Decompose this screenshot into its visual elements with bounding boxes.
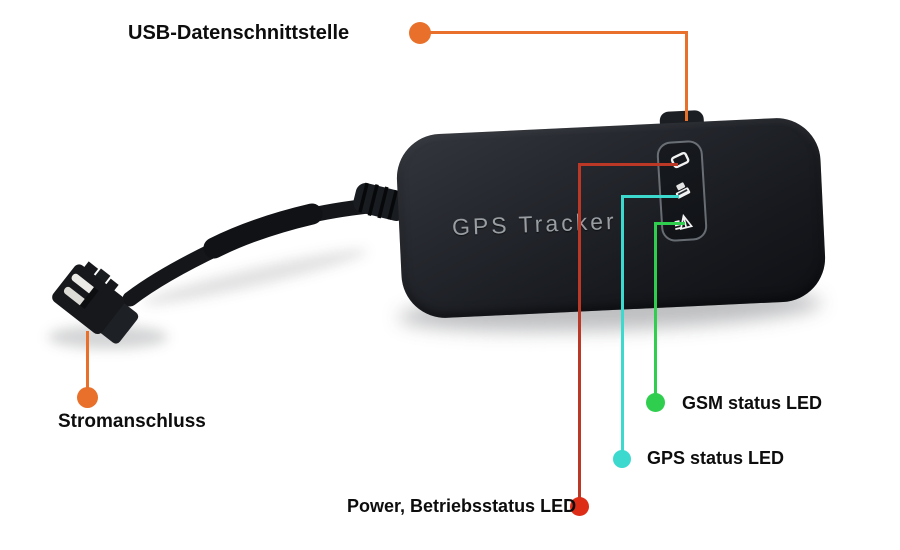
- power-connector-callout-dot: [77, 387, 98, 408]
- power-connector-callout-line: [86, 331, 89, 389]
- gps-led-label: GPS status LED: [647, 448, 785, 468]
- gsm-led-callout-line-h: [654, 222, 685, 225]
- power-led-callout-line-v: [578, 163, 581, 498]
- led-indicator-panel: [655, 139, 709, 243]
- gps-led-callout-dot: [613, 450, 631, 468]
- strain-relief: [353, 182, 409, 221]
- gsm-led-callout-line-v: [654, 222, 657, 394]
- gsm-module-icon: [675, 182, 691, 199]
- usb-port-icon: [670, 151, 690, 169]
- power-led-label: Power, Betriebsstatus LED: [347, 496, 577, 516]
- power-plug-connector: [52, 261, 139, 344]
- usb-callout-dot: [409, 22, 431, 44]
- power-led-callout-line-h: [578, 163, 678, 166]
- usb-callout-line-v: [685, 31, 688, 121]
- gps-led-callout-line-h: [621, 195, 679, 198]
- usb-label: USB-Datenschnittstelle: [128, 22, 350, 44]
- gps-led-callout-line-v: [621, 195, 624, 451]
- gsm-led-label: GSM status LED: [682, 393, 823, 413]
- usb-callout-line-h: [424, 31, 688, 34]
- power-connector-label: Stromanschluss: [58, 411, 206, 432]
- cable-sleeve: [203, 203, 323, 259]
- power-led-callout-dot: [570, 497, 589, 516]
- gsm-led-callout-dot: [646, 393, 665, 412]
